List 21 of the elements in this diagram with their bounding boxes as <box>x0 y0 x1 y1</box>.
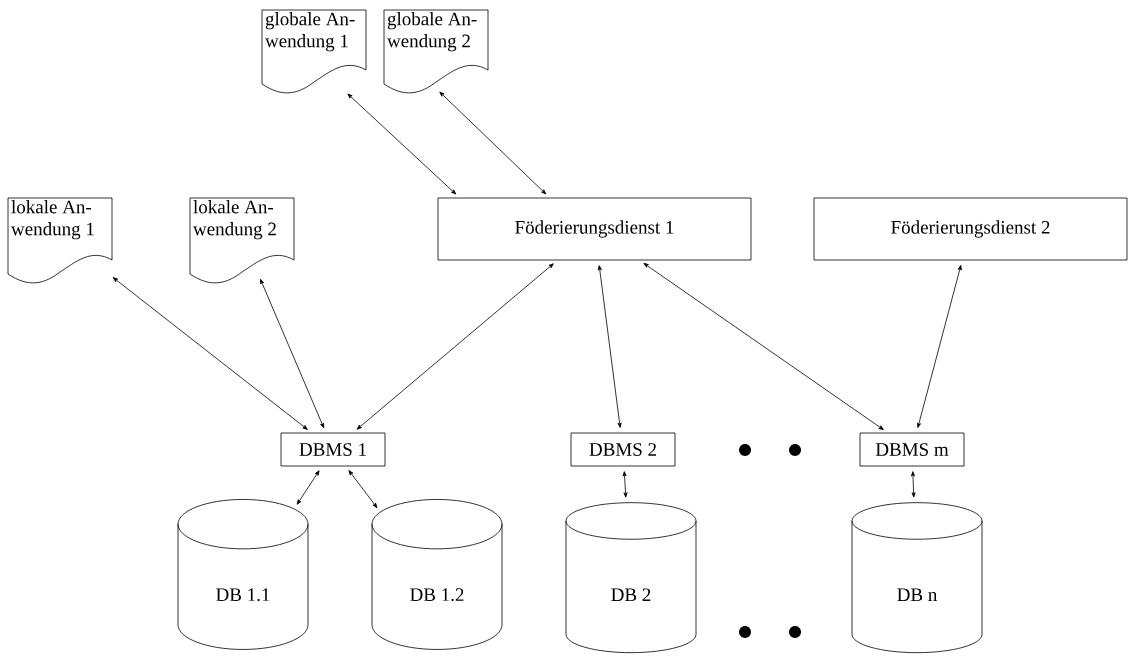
arrow <box>439 91 547 195</box>
arrow <box>917 265 962 428</box>
arrow <box>356 263 554 430</box>
arrow <box>347 93 457 195</box>
arrow <box>643 262 884 431</box>
process-box: Föderierungsdienst 2 <box>813 197 1128 261</box>
process-box: Föderierungsdienst 1 <box>437 197 752 261</box>
process-box: DBMS 1 <box>280 432 386 467</box>
database-cylinder: DB 2 <box>565 502 697 654</box>
database-cylinder: DB 1.2 <box>371 499 503 650</box>
arrow <box>348 470 378 509</box>
arrow <box>910 471 916 498</box>
arrow <box>622 471 628 498</box>
database-cylinder: DB n <box>851 502 983 654</box>
database-cylinder: DB 1.1 <box>177 499 309 650</box>
arrow <box>597 265 622 428</box>
process-box: DBMS 2 <box>570 432 676 467</box>
process-box: DBMS m <box>859 432 965 467</box>
arrow <box>112 277 308 430</box>
arrow <box>296 470 320 505</box>
arrow <box>260 278 325 429</box>
